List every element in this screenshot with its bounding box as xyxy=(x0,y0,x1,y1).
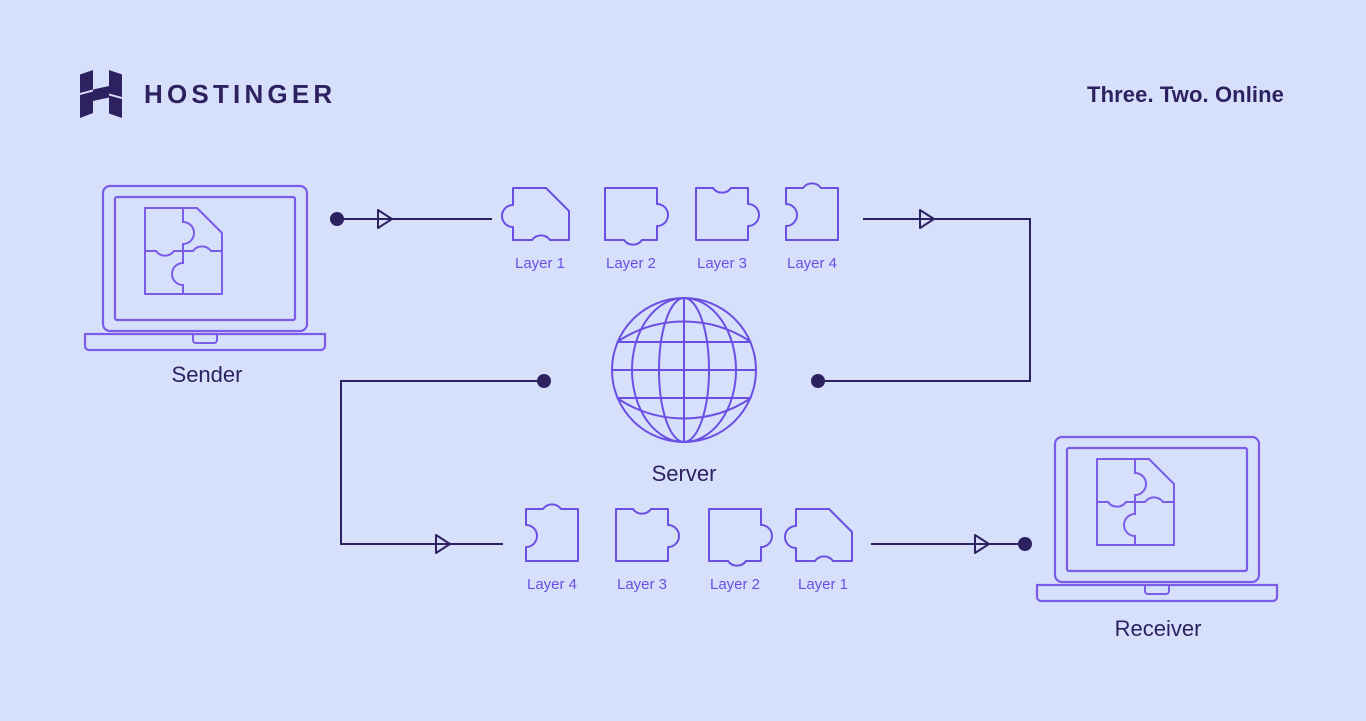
sender-laptop-icon xyxy=(83,184,327,352)
top-layer-4-label: Layer 4 xyxy=(786,255,838,272)
bottom-layer-3-label: Layer 3 xyxy=(616,576,668,593)
puzzle-piece-top-layer-2 xyxy=(604,187,669,246)
puzzle-piece-bottom-layer-3 xyxy=(615,508,680,562)
puzzle-piece-bottom-layer-1 xyxy=(784,508,853,562)
connector-dot xyxy=(1018,537,1032,551)
puzzle-piece-bottom-layer-4 xyxy=(525,503,579,562)
receiver-laptop-icon xyxy=(1035,435,1279,603)
hostinger-h-logo-icon xyxy=(80,70,122,118)
connector-dot xyxy=(811,374,825,388)
sender-label: Sender xyxy=(171,362,243,387)
puzzle-piece-top-layer-1 xyxy=(501,187,570,241)
connector-dot xyxy=(537,374,551,388)
connector-dot xyxy=(330,212,344,226)
bottom-layer-2-label: Layer 2 xyxy=(709,576,761,593)
top-layer-2-label: Layer 2 xyxy=(605,255,657,272)
top-layer-3-label: Layer 3 xyxy=(696,255,748,272)
connector-server-to-layers xyxy=(340,374,551,554)
connector-sender-to-layers xyxy=(330,209,492,229)
puzzle-piece-top-layer-4 xyxy=(785,182,839,241)
brand-wordmark: HOSTINGER xyxy=(144,79,337,109)
receiver-label: Receiver xyxy=(1114,616,1202,641)
brand-logo: HOSTINGER xyxy=(80,70,336,118)
server-globe-icon xyxy=(611,297,757,443)
puzzle-piece-top-layer-3 xyxy=(695,187,760,241)
bottom-layer-1-label: Layer 1 xyxy=(797,576,849,593)
brand-tagline: Three. Two. Online xyxy=(1087,82,1284,107)
puzzle-piece-bottom-layer-2 xyxy=(708,508,773,567)
top-layer-1-label: Layer 1 xyxy=(514,255,566,272)
server-label: Server xyxy=(651,461,717,486)
connector-layers-to-server xyxy=(811,209,1031,388)
bottom-layer-4-label: Layer 4 xyxy=(526,576,578,593)
connector-layers-to-receiver xyxy=(871,534,1032,554)
